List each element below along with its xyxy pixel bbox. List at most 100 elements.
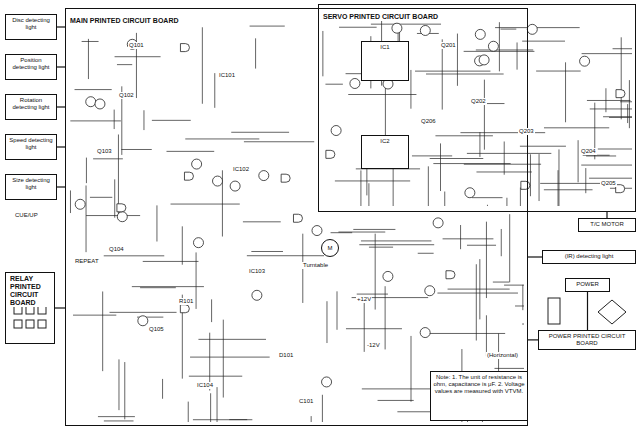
wire	[335, 180, 410, 181]
wire	[460, 225, 461, 249]
node-text: IC1	[364, 44, 406, 51]
wire	[520, 146, 566, 147]
sensor-box: Disc detecting light	[5, 14, 57, 40]
wire	[411, 336, 412, 402]
board-title: MAIN PRINTED CIRCUIT BOARD	[68, 17, 181, 25]
wire	[114, 179, 115, 217]
wire	[82, 41, 99, 42]
wire	[73, 315, 116, 316]
logic-gate-symbol	[521, 181, 530, 189]
wire	[486, 315, 487, 356]
wire	[202, 27, 203, 103]
wire	[114, 110, 115, 129]
connector-wire	[587, 292, 588, 330]
wire	[371, 24, 441, 25]
wire	[428, 166, 429, 206]
logic-gate-symbol	[446, 271, 455, 279]
wire	[613, 48, 632, 49]
wire	[124, 362, 125, 419]
wire	[589, 178, 632, 179]
wire	[629, 80, 630, 128]
wire	[247, 255, 324, 256]
wire	[193, 419, 252, 420]
wire	[457, 34, 458, 86]
wire	[322, 395, 323, 422]
wire	[540, 183, 602, 184]
wire	[353, 229, 395, 230]
wire	[486, 222, 487, 298]
motor-symbol: M	[321, 239, 339, 257]
wire	[464, 164, 541, 165]
transistor-symbol	[479, 55, 489, 65]
wire	[86, 158, 87, 184]
wire	[223, 320, 224, 398]
logic-gate-symbol	[616, 90, 625, 98]
relay-contact	[26, 320, 34, 328]
wire	[102, 291, 103, 371]
part-label: Q201	[440, 42, 457, 49]
part-label: Q204	[580, 148, 597, 155]
wire	[143, 110, 144, 130]
node-text: Disc detecting light	[8, 17, 54, 31]
logic-gate-symbol	[293, 214, 302, 222]
transistor-symbol	[322, 377, 332, 387]
board-title: SERVO PRINTED CIRCUIT BOARD	[321, 13, 440, 21]
wire	[361, 240, 432, 241]
wire	[346, 328, 402, 329]
wire	[522, 324, 524, 325]
wire	[86, 185, 87, 252]
part-label: C101	[298, 398, 314, 405]
wire	[70, 190, 71, 213]
servo-board: SERVO PRINTED CIRCUIT BOARDIC1IC2	[318, 4, 636, 212]
wire	[369, 247, 393, 248]
part-label: Q101	[128, 42, 145, 49]
wire	[425, 333, 505, 334]
wire	[243, 221, 281, 222]
part-label: R101	[178, 298, 194, 305]
wire	[620, 101, 632, 102]
wire	[517, 42, 518, 69]
wire	[378, 400, 414, 401]
logic-gate-symbol	[184, 172, 193, 180]
wire	[90, 197, 112, 198]
relay-contact	[14, 320, 22, 328]
wire	[544, 127, 609, 128]
relay-contact	[38, 320, 46, 328]
wire	[255, 38, 256, 68]
wire	[472, 197, 502, 198]
wire	[348, 94, 416, 95]
part-label: IC104	[196, 382, 214, 389]
node-text: Speed detecting light	[8, 137, 54, 151]
wire	[214, 73, 215, 108]
logic-gate-symbol	[616, 185, 625, 193]
wire	[487, 205, 488, 206]
wire	[217, 387, 218, 422]
wire	[418, 253, 434, 254]
logic-gate-symbol	[180, 44, 189, 52]
wire	[484, 80, 485, 150]
wire	[627, 104, 628, 123]
part-label: IC102	[232, 166, 250, 173]
wire	[339, 27, 377, 28]
wire	[430, 158, 484, 159]
part-label: CUE/UP	[14, 212, 39, 219]
wire	[501, 29, 517, 30]
wire	[185, 138, 259, 139]
part-label: Q205	[600, 180, 617, 187]
wire	[522, 285, 523, 310]
wire	[410, 70, 411, 109]
power-board: POWER PRINTED CIRCUIT BOARD	[538, 330, 636, 350]
wire	[189, 376, 242, 377]
wire	[464, 51, 535, 52]
node-text: T/C MOTOR	[581, 221, 633, 228]
transistor-symbol	[230, 181, 240, 191]
logic-gate-symbol	[326, 150, 335, 158]
connector-wire	[55, 307, 65, 308]
transistor-symbol	[252, 290, 262, 300]
wire	[476, 49, 533, 50]
wire	[88, 39, 89, 79]
transistor-symbol	[213, 176, 223, 186]
transistor-symbol	[527, 24, 537, 34]
wire	[171, 204, 240, 205]
wire	[167, 151, 215, 152]
